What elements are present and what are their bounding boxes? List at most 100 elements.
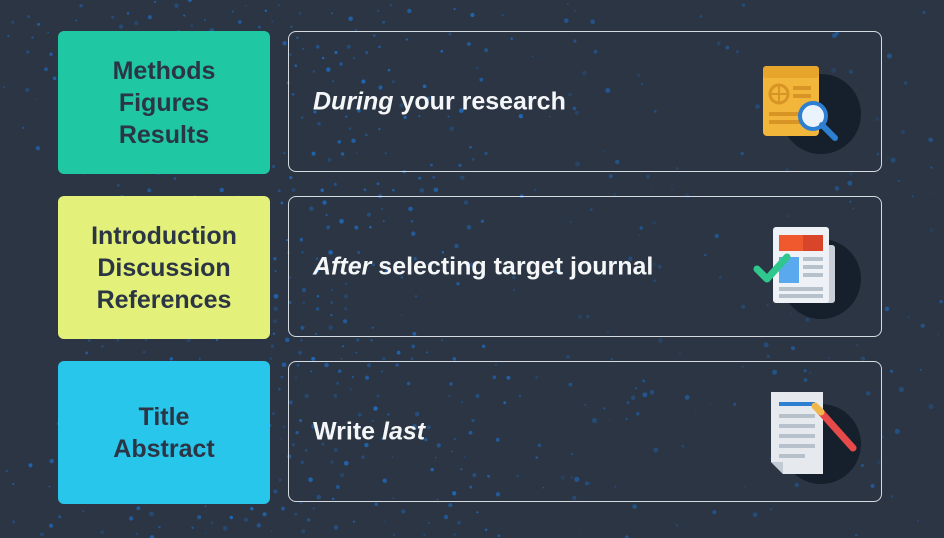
background-dot [582,70,587,76]
background-dot [44,67,48,72]
background-dot [418,176,422,180]
background-dot [400,314,403,316]
background-dot [337,369,342,373]
tag-line: Methods [112,56,216,85]
background-dot [101,345,104,348]
background-dot [366,363,371,368]
background-dot [281,362,287,368]
background-dot [321,442,325,446]
tag-introduction-discussion-references: Introduction Discussion References [58,196,270,339]
background-dot [273,489,278,494]
background-dot [636,411,640,416]
background-dot [158,525,161,529]
background-dot [340,473,345,478]
background-dot [740,151,744,156]
background-dot [928,137,934,143]
tag-line: Title [138,402,190,431]
background-dot [834,186,840,191]
background-dot [572,495,577,501]
background-dot [315,44,320,49]
background-dot [569,221,572,224]
background-dot [320,188,324,192]
background-dot [578,529,580,532]
background-dot [456,520,461,525]
background-dot [400,276,404,279]
background-dot [334,50,338,55]
background-dot [302,47,305,50]
background-dot [355,425,359,429]
background-dot [346,44,351,49]
tag-line: Introduction [91,221,237,250]
background-dot [295,431,299,435]
background-dot [244,4,247,7]
background-dot [231,10,235,13]
background-dot [135,532,139,536]
background-dot [147,15,152,20]
background-dot [476,66,479,69]
background-dot [612,192,617,197]
background-dot [528,96,533,101]
background-dot [306,518,311,522]
background-dot [642,392,648,398]
background-dot [361,455,365,459]
background-dot [341,103,344,106]
background-dot [476,511,479,514]
background-dot [12,520,16,524]
background-dot [343,294,349,299]
background-dot [805,317,810,322]
background-dot [269,357,273,360]
background-dot [572,106,577,111]
background-dot [440,49,444,53]
background-dot [31,36,34,39]
background-dot [414,295,418,298]
background-dot [848,69,853,74]
background-dot [328,325,333,330]
background-dot [884,306,890,312]
emphasis-text: last [382,417,426,445]
background-dot [577,314,583,320]
background-dot [870,483,875,488]
background-dot [470,12,475,18]
background-dot [271,164,276,169]
background-dot [876,460,881,465]
background-dot [653,447,659,453]
background-dot [100,530,105,535]
background-dot [495,437,500,442]
background-dot [27,15,31,18]
background-dot [352,57,355,60]
background-dot [75,19,78,22]
background-dot [684,394,690,400]
background-dot [480,219,485,223]
background-dot [331,497,335,501]
background-dot [860,463,864,468]
background-dot [315,257,319,260]
background-dot [301,251,304,254]
background-dot [452,491,457,496]
background-dot [395,363,399,367]
background-dot [460,175,465,180]
background-dot [808,371,812,375]
background-dot [298,11,302,15]
panel-during-research: During your research [288,31,882,172]
background-dot [330,313,333,317]
background-dot [387,68,391,72]
background-dot [126,12,130,15]
background-dot [847,180,853,186]
background-dot [364,133,368,137]
background-dot [856,344,859,347]
background-dot [434,456,437,459]
tag-methods-figures-results: Methods Figures Results [58,31,270,174]
background-dot [294,512,298,516]
background-dot [492,375,497,380]
background-dot [570,452,573,456]
background-dot [469,485,473,489]
background-dot [383,520,386,523]
background-dot [382,20,385,24]
background-dot [315,333,318,335]
background-dot [412,331,417,336]
background-dot [426,425,431,430]
background-dot [278,189,281,193]
background-dot [518,114,523,119]
background-dot [475,394,480,398]
background-dot [256,523,261,528]
